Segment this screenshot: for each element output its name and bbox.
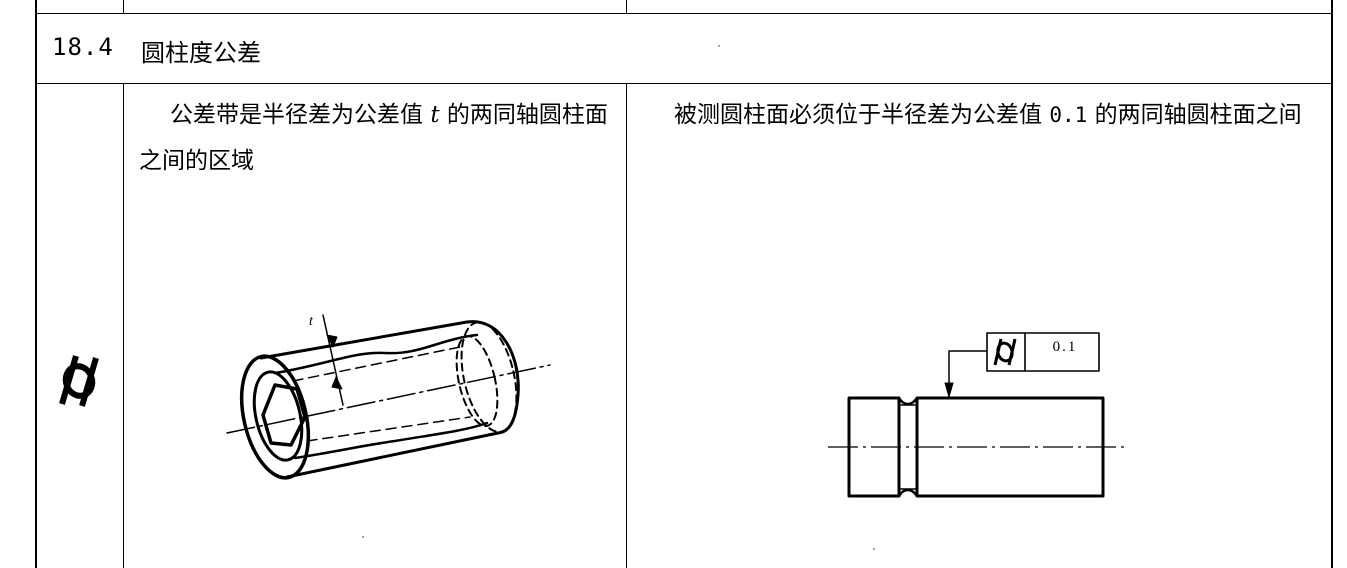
tolerance-zone-text-suffix: 的两同轴圆柱面之间的区域 bbox=[139, 102, 608, 174]
section-title: 圆柱度公差 bbox=[141, 39, 261, 67]
feature-control-frame-value: 0.1 bbox=[1052, 339, 1078, 355]
feature-control-frame bbox=[986, 332, 1100, 372]
inner-cylinder-top-surface bbox=[273, 333, 479, 375]
tolerance-variable: t bbox=[430, 102, 440, 128]
column-divider-symbol bbox=[123, 0, 124, 14]
leader-line bbox=[948, 350, 987, 385]
column-divider-middle bbox=[626, 0, 627, 14]
requirement-text-prefix: 被测圆柱面必须位于半径差为公差值 bbox=[674, 102, 1042, 128]
tolerance-zone-diagram: t bbox=[226, 314, 551, 480]
hidden-line-top bbox=[292, 346, 461, 382]
dimension-arrow-bottom bbox=[331, 376, 343, 390]
tolerance-label: t bbox=[309, 314, 314, 329]
shaft-groove bbox=[897, 397, 919, 497]
row-divider-header bbox=[35, 83, 1333, 84]
outer-cylinder-right-end bbox=[465, 320, 520, 435]
cylindricity-icon bbox=[59, 355, 99, 407]
tolerance-zone-text-prefix: 公差带是半径差为公差值 bbox=[170, 102, 423, 128]
outer-cylinder-bottom-edge bbox=[285, 431, 500, 479]
requirement-value: 0.1 bbox=[1049, 103, 1088, 127]
frame-cylindricity-line-left bbox=[993, 338, 1003, 366]
scan-speck bbox=[873, 548, 875, 550]
column-divider-symbol bbox=[123, 84, 124, 568]
requirement-text-suffix: 的两同轴圆柱面之间 bbox=[1094, 102, 1302, 128]
inner-cylinder-bottom-surface bbox=[293, 421, 489, 460]
shaft-diagram bbox=[828, 332, 1127, 498]
scan-speck bbox=[718, 45, 720, 47]
dimension-arrow-top bbox=[326, 334, 338, 348]
table-border-left bbox=[35, 0, 37, 568]
requirement-description: 被测圆柱面必须位于半径差为公差值 0.1 的两同轴圆柱面之间 bbox=[643, 92, 1331, 138]
hidden-line-bottom bbox=[306, 416, 471, 442]
column-divider-middle bbox=[626, 84, 627, 568]
row-divider-top bbox=[35, 13, 1333, 14]
outer-cylinder-top-edge bbox=[259, 320, 469, 360]
frame-cylindricity-line-right bbox=[1007, 338, 1017, 366]
inner-cylinder-left-end bbox=[252, 370, 304, 462]
outer-hidden-end bbox=[460, 321, 518, 433]
scan-speck bbox=[362, 536, 364, 538]
leader-arrow bbox=[944, 382, 954, 398]
dimension-line bbox=[322, 314, 344, 406]
tolerance-zone-description: 公差带是半径差为公差值 t 的两同轴圆柱面之间的区域 bbox=[139, 92, 617, 184]
inner-bore bbox=[261, 383, 307, 447]
section-number: 18.4 bbox=[52, 33, 114, 61]
table-border-right bbox=[1331, 0, 1333, 568]
center-axis bbox=[226, 364, 551, 434]
